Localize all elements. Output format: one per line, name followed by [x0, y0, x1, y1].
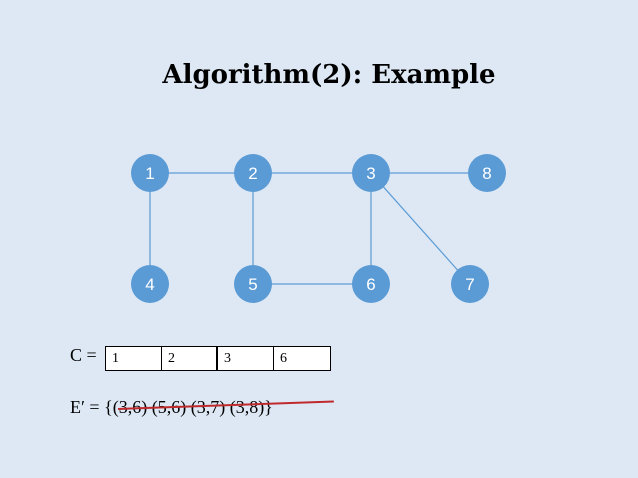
node-circle: [131, 154, 169, 192]
node-label: 4: [145, 275, 154, 294]
node-2: 2: [234, 154, 272, 192]
node-label: 3: [366, 164, 375, 183]
cover-array: 1 2 3 6: [105, 346, 331, 371]
edge-3-7: [370, 172, 471, 285]
node-label: 1: [145, 164, 154, 183]
cover-cell: 2: [162, 347, 218, 370]
slide-title: Algorithm(2): Example: [162, 60, 496, 90]
cover-cell: 1: [106, 347, 162, 370]
node-circle: [131, 265, 169, 303]
node-label: 2: [248, 164, 257, 183]
node-circle: [352, 265, 390, 303]
node-4: 4: [131, 265, 169, 303]
node-label: 5: [248, 275, 257, 294]
cover-cell: 6: [280, 351, 287, 366]
cover-label: C =: [70, 345, 97, 365]
node-circle: [468, 154, 506, 192]
node-1: 1: [131, 154, 169, 192]
node-6: 6: [352, 265, 390, 303]
node-circle: [451, 265, 489, 303]
node-label: 6: [366, 275, 375, 294]
node-7: 7: [451, 265, 489, 303]
edge-set-line: E′ = {(3,6) (5,6) (3,7) (3,8)}: [70, 397, 334, 418]
node-circle: [234, 265, 272, 303]
cover-cell: 3: [218, 347, 274, 370]
edge-set-items: {(3,6) (5,6) (3,7) (3,8)}: [104, 397, 273, 417]
node-3: 3: [352, 154, 390, 192]
node-8: 8: [468, 154, 506, 192]
node-circle: [234, 154, 272, 192]
edge-set-prefix: E′ =: [70, 397, 105, 417]
graph-nodes: 1 2 3 8 4 5 6 7: [131, 154, 506, 303]
node-5: 5: [234, 265, 272, 303]
graph-edges: [149, 172, 487, 285]
node-label: 7: [465, 275, 474, 294]
edge-set-list: {(3,6) (5,6) (3,7) (3,8)}: [104, 397, 334, 418]
node-circle: [352, 154, 390, 192]
node-label: 8: [482, 164, 491, 183]
